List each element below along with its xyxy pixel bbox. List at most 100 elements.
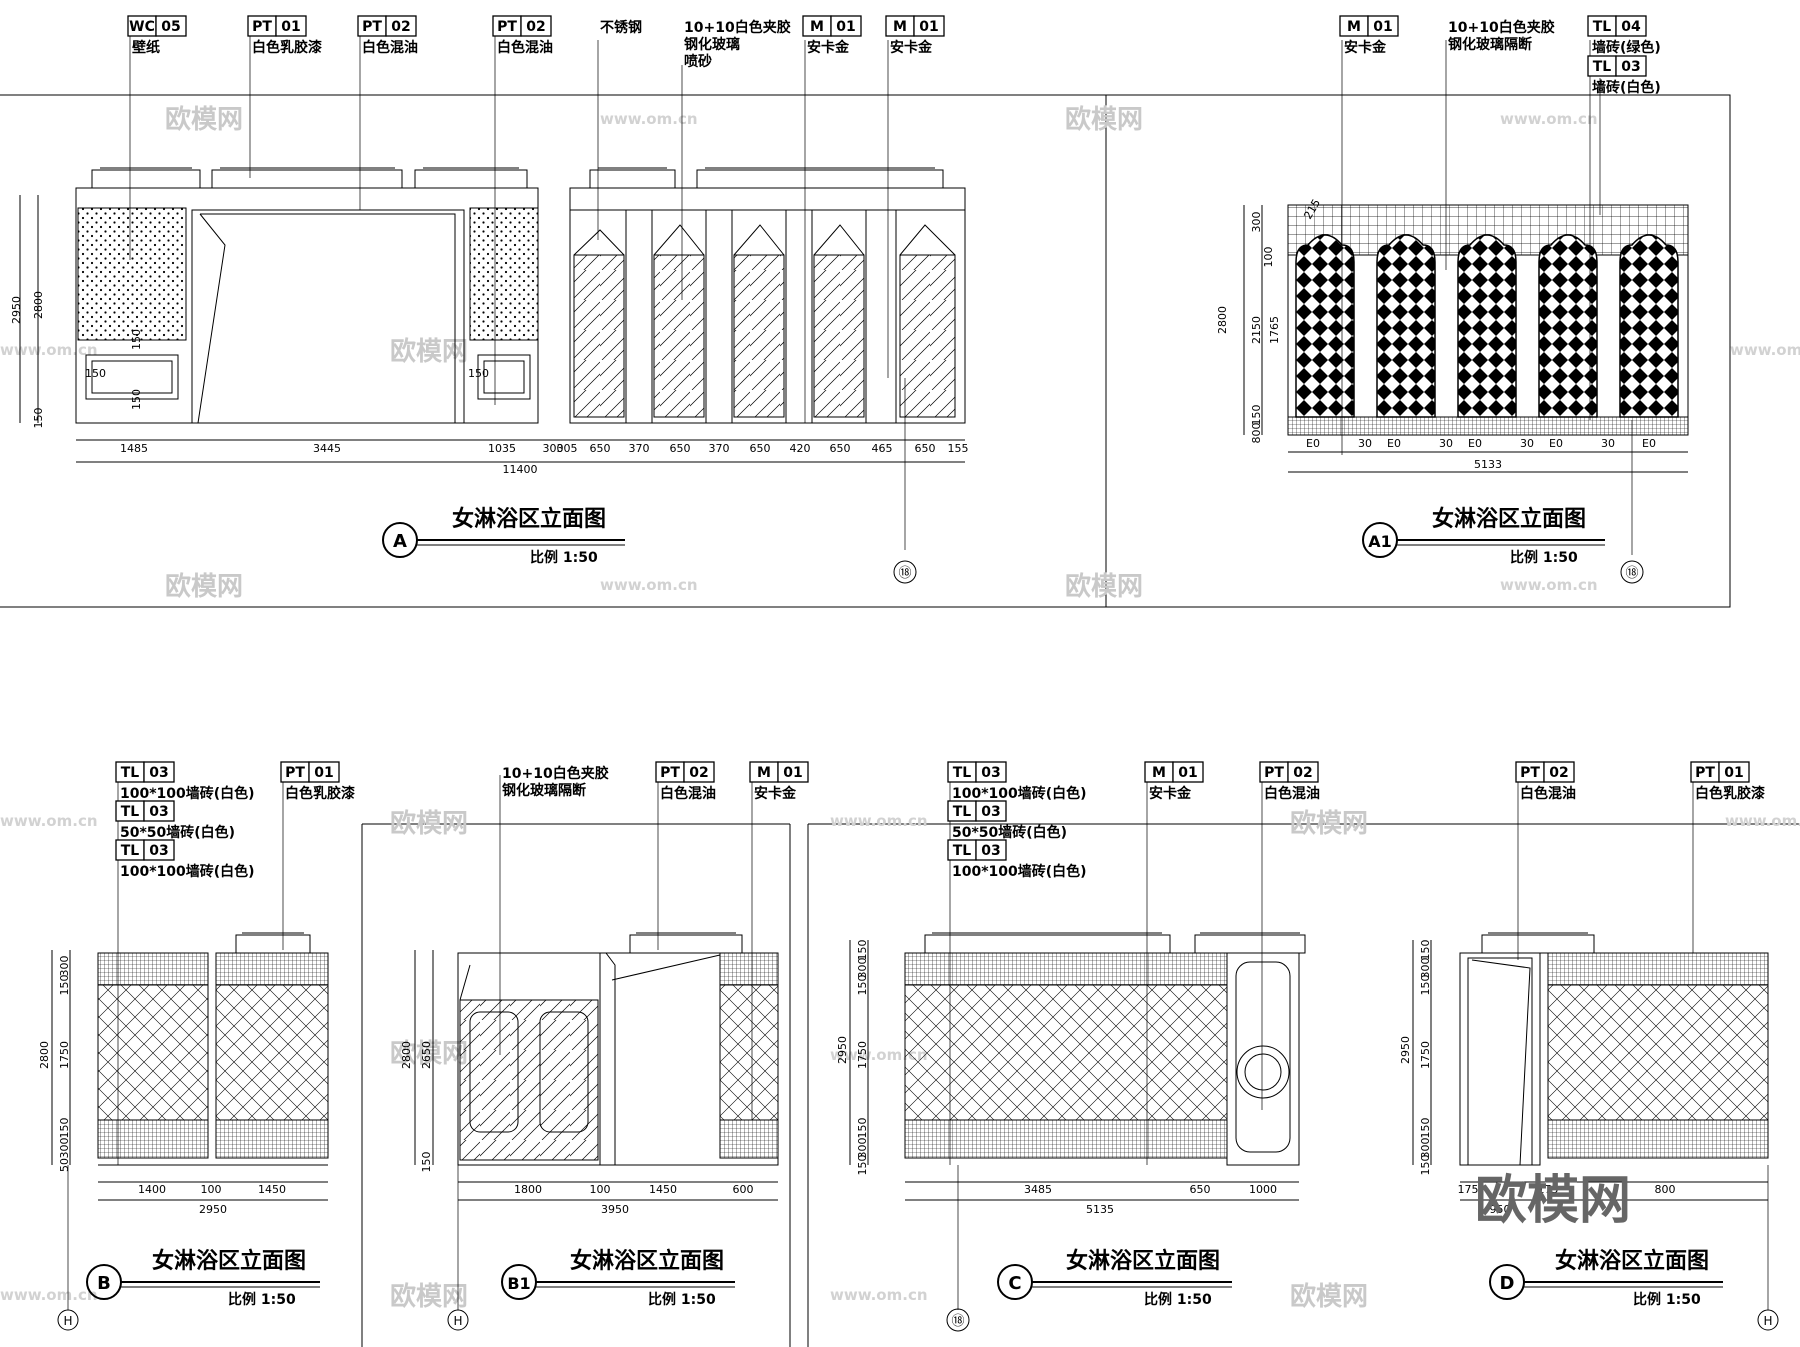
dim-height: 150 [1419, 975, 1432, 996]
callout-text: 10+10白色夹胶 [1448, 19, 1555, 36]
callout-text: 安卡金 [807, 39, 850, 56]
dim-height: 150 [58, 975, 71, 996]
callout-code: TL [1593, 59, 1612, 75]
callout-code: PT [1264, 765, 1284, 781]
section-label: A [393, 531, 407, 552]
callout-code: M [757, 765, 771, 781]
dim-side: 150 [85, 367, 106, 380]
callout-number: 01 [1178, 765, 1197, 781]
callout-number: 02 [391, 19, 410, 35]
callout-number: 01 [314, 765, 333, 781]
watermark-url: www.om.cn [0, 341, 98, 359]
dim-c-1: 650 [1190, 1183, 1211, 1196]
callout-text: 白色混油 [497, 39, 553, 56]
section-title: 女淋浴区立面图 [1555, 1248, 1709, 1274]
grid-marker [1620, 560, 1644, 584]
grid-marker [57, 1309, 79, 1331]
callout-code: TL [953, 804, 972, 820]
dim-height: 300 [58, 956, 71, 977]
dim-total: 3950 [601, 1203, 629, 1216]
dim-total: 5135 [1086, 1203, 1114, 1216]
dim-height: 2800 [1216, 306, 1229, 334]
callout-text: 安卡金 [1149, 785, 1192, 802]
callout-text: 墙砖(白色) [1592, 79, 1661, 96]
callout-code: TL [1593, 19, 1612, 35]
watermark-url: www.om.cn [1500, 110, 1598, 128]
grid-marker-label: ⑱ [951, 1314, 964, 1329]
sheet-frames [0, 94, 1800, 1347]
dim-a1-3: 30 [1439, 437, 1453, 450]
dim-b-1: 100 [201, 1183, 222, 1196]
callout-text: 喷砂 [684, 53, 712, 70]
section-title: 女淋浴区立面图 [152, 1248, 306, 1274]
watermark-url: www.om.cn [0, 1286, 98, 1304]
dim-height: 150 [856, 940, 869, 961]
dim-height: 300 [1419, 958, 1432, 979]
dim-height: 300 [856, 1138, 869, 1159]
watermark-text: 欧模网 [1065, 104, 1143, 135]
callout-code: WC [129, 19, 155, 35]
dim-height: 2950 [1399, 1036, 1412, 1064]
grid-marker-label: H [63, 1314, 72, 1328]
watermark-url: www.om.cn [600, 110, 698, 128]
crown-moulding [91, 167, 944, 189]
dim-a-13: 650 [915, 442, 936, 455]
section-label: B [97, 1273, 111, 1294]
dim-height: 300 [856, 958, 869, 979]
dim-b1-1: 100 [590, 1183, 611, 1196]
callout-number: 01 [783, 765, 802, 781]
callout-code: PT [285, 765, 305, 781]
dim-b-0: 1400 [138, 1183, 166, 1196]
dim-height: 1750 [1419, 1041, 1432, 1069]
dim-height: 150 [1419, 1118, 1432, 1139]
wallpaper-panel [469, 207, 539, 341]
callout-number: 03 [1621, 59, 1640, 75]
callout-number: 03 [149, 843, 168, 859]
watermark-url: www.om.cn [1730, 341, 1800, 359]
arched-panels [1295, 234, 1679, 418]
callout-code: M [1152, 765, 1166, 781]
section-scale: 比例 1:50 [1633, 1291, 1701, 1308]
dim-a-12: 465 [872, 442, 893, 455]
dim-b1-3: 600 [733, 1183, 754, 1196]
callout-code: PT [252, 19, 272, 35]
section-scale: 比例 1:50 [648, 1291, 716, 1308]
dim-side: 150 [130, 329, 143, 350]
section-label: D [1500, 1273, 1515, 1294]
dim-a1-2: E0 [1387, 437, 1401, 450]
watermark-url: www.om.cn [830, 812, 928, 830]
dim-a-6: 370 [629, 442, 650, 455]
dim-a-3: 300 [543, 442, 564, 455]
dim-a-14: 155 [948, 442, 969, 455]
dim-a1-6: E0 [1549, 437, 1563, 450]
dim-c-2: 1000 [1249, 1183, 1277, 1196]
dim-a-5: 650 [590, 442, 611, 455]
dim-height: 800 [1250, 423, 1263, 444]
watermark-text: 欧模网 [1290, 1281, 1368, 1312]
watermark-url: www.om.cn [830, 1046, 928, 1064]
callout-text: 钢化玻璃隔断 [1448, 36, 1532, 53]
callout-text: 安卡金 [1344, 39, 1387, 56]
dim-height: 150 [1250, 405, 1263, 426]
callout-text: 白色混油 [1264, 785, 1320, 802]
callout-text: 钢化玻璃 [684, 36, 740, 53]
section-scale: 比例 1:50 [530, 549, 598, 566]
dim-d-0: 175 [1458, 1183, 1479, 1196]
section-title: 女淋浴区立面图 [570, 1248, 724, 1274]
grid-marker [946, 1308, 970, 1332]
